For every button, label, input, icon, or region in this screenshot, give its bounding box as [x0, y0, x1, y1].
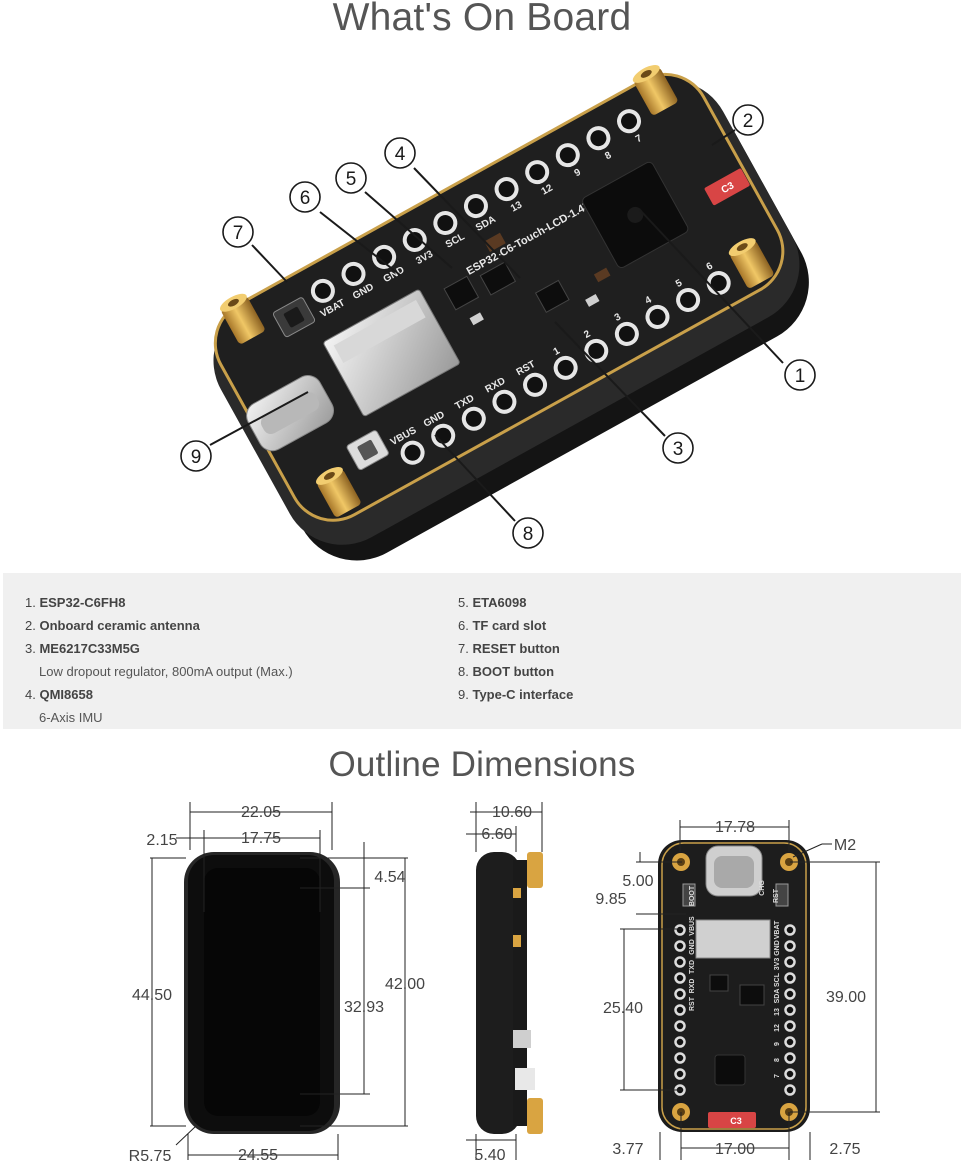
side-view: [476, 852, 543, 1134]
legend-item: 8. BOOT button: [458, 664, 555, 679]
legend-item: 5. ETA6098: [458, 595, 527, 610]
back-pin-label: 7: [774, 1074, 781, 1078]
callout-number: 7: [233, 223, 244, 244]
pin-label-top: 7: [634, 133, 645, 146]
dim-front-height-inner: 42.00: [385, 976, 425, 993]
callout-number: 2: [743, 111, 754, 132]
back-boot-label: BOOT: [689, 885, 696, 906]
outline-dimensions-heading: Outline Dimensions: [328, 745, 636, 784]
legend-item-description: 6-Axis IMU: [39, 710, 103, 725]
legend-item: 6. TF card slot: [458, 618, 547, 633]
back-pin-label: RST: [689, 996, 696, 1011]
callout-circle: [732, 104, 764, 136]
callout-number: 6: [300, 188, 311, 209]
callout-circle: [384, 137, 416, 169]
dim-front-width-inner: 17.75: [241, 830, 281, 847]
dim-front-left-margin: 2.15: [146, 832, 177, 849]
dim-front-width-outer: 22.05: [241, 804, 281, 821]
back-view: [658, 840, 810, 1132]
board-photo: VBAT GND GND 3V3 SCL SDA 13 12 9 8 7 VBU…: [180, 64, 816, 561]
callout-number: 4: [395, 144, 406, 165]
pin-label-bottom: 4: [643, 294, 654, 307]
back-pin-label: 8: [774, 1058, 781, 1062]
back-pin-label: 9: [774, 1042, 781, 1046]
legend-item: 2. Onboard ceramic antenna: [25, 618, 200, 633]
top-pin-header: [310, 109, 642, 303]
pin-label-bottom: 6: [705, 260, 716, 273]
qmi8658-chip: [479, 261, 517, 296]
pin-label-bottom: 1: [552, 345, 563, 358]
back-pin-label: GND: [689, 939, 696, 955]
callout-number: 9: [191, 447, 202, 468]
callout-circle: [180, 440, 212, 472]
pin-label-bottom: 2: [582, 328, 593, 341]
back-pin-label: GND: [774, 940, 781, 956]
pin-label-bottom: 3: [613, 311, 624, 324]
callout-circle: [662, 432, 694, 464]
callout-circle: [512, 517, 544, 549]
dim-back-pin-offset: 9.85: [595, 891, 626, 908]
dim-back-hole-spacing-top: 17.78: [715, 819, 755, 836]
dim-back-pin-span: 25.40: [603, 1000, 643, 1017]
back-pin-label: 3V3: [774, 958, 781, 971]
legend-item: 1. ESP32-C6FH8: [25, 595, 126, 610]
dim-back-screw: M2: [834, 837, 856, 854]
back-pin-label: 13: [774, 1008, 781, 1016]
back-pin-label: VBUS: [689, 916, 696, 936]
legend-item: 3. ME6217C33M5G: [25, 641, 140, 656]
dim-back-left-offset: 3.77: [612, 1141, 643, 1158]
callout-number: 1: [795, 366, 806, 387]
back-antenna-label: C3: [730, 1116, 742, 1126]
pin-label-top: 12: [540, 182, 555, 197]
legend-item: 7. RESET button: [458, 641, 560, 656]
callout-number: 8: [523, 524, 534, 545]
callout-circle: [289, 181, 321, 213]
pin-label-top: 8: [603, 150, 614, 163]
pin-label-bottom: 5: [674, 277, 685, 290]
brass-standoffs: [219, 64, 774, 517]
legend-column-right: 5. ETA6098 6. TF card slot 7. RESET butt…: [458, 591, 573, 706]
back-pin-label: SCL: [774, 972, 781, 987]
callout-number: 5: [346, 169, 357, 190]
ceramic-antenna: [704, 168, 750, 206]
legend-item: 4. QMI8658: [25, 687, 93, 702]
dim-back-hole-spacing-bottom: 17.00: [715, 1141, 755, 1158]
back-pin-label: RXD: [689, 979, 696, 994]
back-chg-label: CHG: [759, 880, 766, 896]
back-pin-label: TXD: [689, 960, 696, 974]
dim-back-hole-spacing-vertical: 39.00: [826, 989, 866, 1006]
legend-item: 9. Type-C interface: [458, 687, 574, 702]
dim-side-depth-total: 10.60: [492, 804, 532, 821]
eta6098-chip: [443, 275, 480, 311]
callout-leaders: [209, 129, 784, 522]
dim-back-top-offset: 5.00: [622, 873, 653, 890]
dim-front-height-total: 44.50: [132, 987, 172, 1004]
pin-label-top: 9: [573, 167, 584, 180]
tf-card-slot: [323, 289, 460, 417]
pin-label-top: 13: [509, 199, 524, 214]
regulator-chip: [534, 279, 570, 313]
back-pin-label: SDA: [774, 989, 781, 1004]
dim-front-corner-radius: R5.75: [129, 1148, 172, 1164]
callout-circle: [335, 162, 367, 194]
callout-circle: [784, 359, 816, 391]
dim-side-depth-base: 5.40: [474, 1147, 505, 1164]
back-pin-label: VBAT: [774, 920, 781, 939]
dim-side-depth-body: 6.60: [481, 826, 512, 843]
component-legend: 1. ESP32-C6FH8 2. Onboard ceramic antenn…: [3, 573, 961, 729]
whats-on-board-heading: What's On Board: [332, 0, 632, 39]
bottom-pin-header: [400, 271, 731, 465]
legend-column-left: 1. ESP32-C6FH8 2. Onboard ceramic antenn…: [25, 591, 293, 729]
dim-front-top-margin: 4.54: [374, 869, 405, 886]
dim-front-bottom-width: 24.55: [238, 1147, 278, 1164]
callout-circle: [222, 216, 254, 248]
dimension-drawings: 22.05 17.75 2.15 4.54 44.50 32.93 42.00 …: [129, 802, 880, 1164]
callout-number: 3: [673, 439, 684, 460]
back-pin-label: 12: [774, 1024, 781, 1032]
back-rst-label: RST: [773, 888, 780, 903]
front-view: [184, 852, 340, 1134]
legend-item-description: Low dropout regulator, 800mA output (Max…: [39, 664, 293, 679]
dim-front-height-display: 32.93: [344, 999, 384, 1016]
dim-back-right-offset: 2.75: [829, 1141, 860, 1158]
